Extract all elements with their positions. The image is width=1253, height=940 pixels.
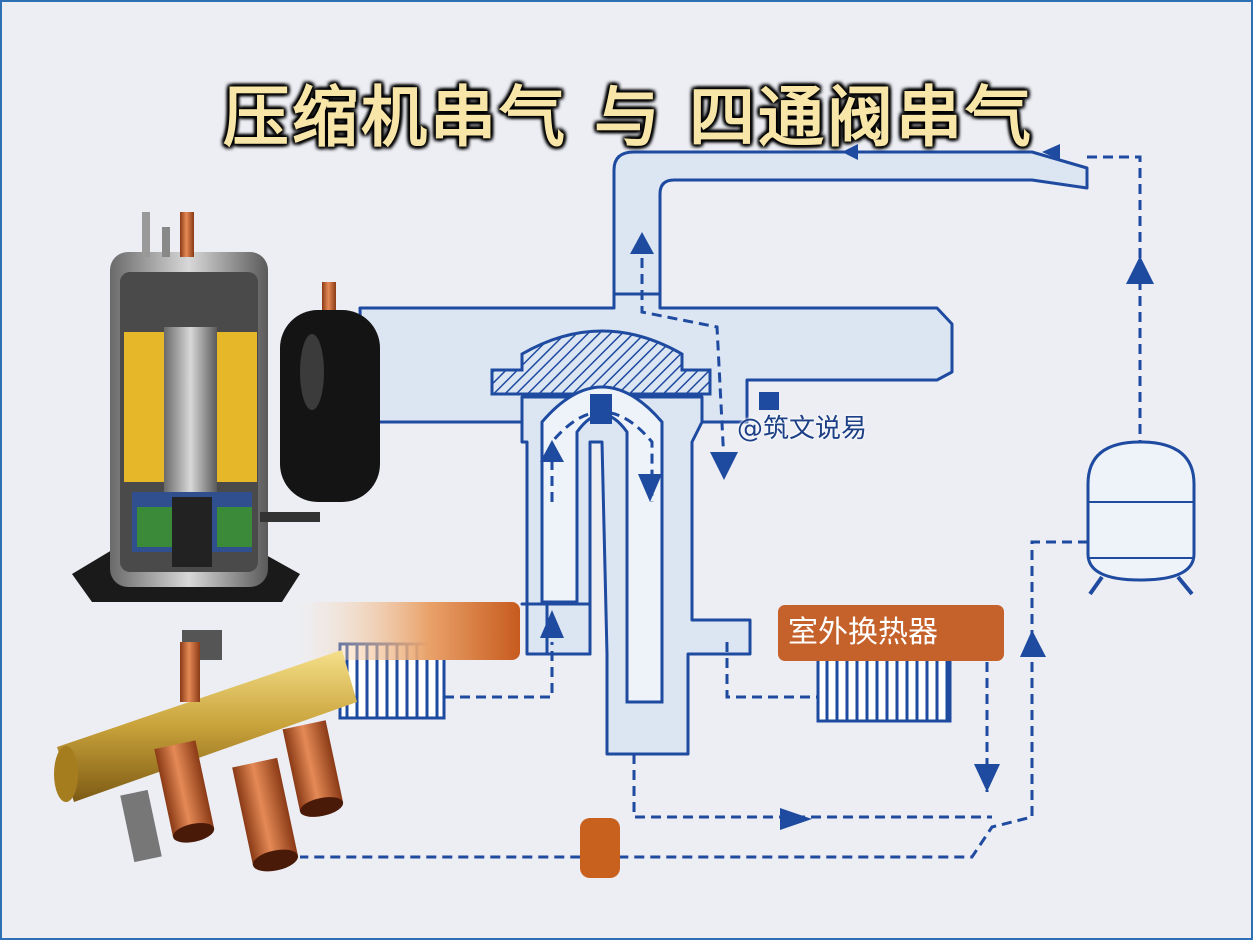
accumulator-tank-icon (260, 282, 380, 522)
flow-arrow (1126, 256, 1154, 284)
flow-arrow (710, 452, 738, 480)
flow-arrow (638, 474, 662, 502)
flow-arrow (842, 144, 858, 160)
orange-capsule-bottom (580, 818, 620, 878)
orange-capsule-left (292, 602, 520, 660)
receiver-tank-icon (1086, 440, 1196, 596)
flow-arrow (630, 232, 654, 254)
valve-center-block (590, 394, 612, 424)
flow-lines (300, 155, 1142, 859)
watermark-text: @筑文说易 (737, 414, 868, 444)
page-title: 压缩机串气 与 四通阀串气 (223, 79, 1034, 156)
flow-arrow (974, 764, 1000, 792)
valve-side-block (759, 392, 779, 410)
top-pipe (612, 150, 1089, 304)
flow-arrow (1020, 630, 1046, 657)
four-way-valve-photo (54, 630, 357, 872)
flow-arrows (540, 144, 1154, 830)
flow-arrow (1042, 144, 1060, 160)
valve-u-channel (540, 385, 664, 704)
flow-arrow (540, 610, 564, 638)
outdoor-heat-exchanger-label: 室外换热器 (778, 605, 1004, 661)
compressor-cutaway-photo (72, 212, 300, 602)
valve-cap (490, 329, 712, 396)
flow-arrow (540, 440, 564, 462)
flow-arrow (780, 808, 812, 830)
